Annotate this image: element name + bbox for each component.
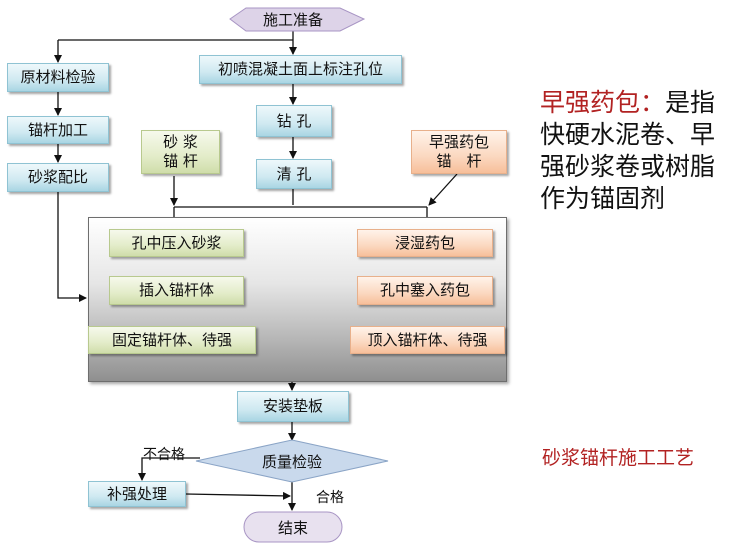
edge-early-anchor-diagonal — [428, 173, 458, 206]
node-push-bolt: 顶入锚杆体、待强 — [350, 326, 505, 354]
label-pass: 合格 — [316, 490, 344, 506]
node-anchor-processing: 锚杆加工 — [7, 116, 109, 144]
edge-reinforce-to-pass — [185, 491, 291, 500]
label-fail: 不合格 — [143, 447, 185, 463]
node-insert-pack: 孔中塞入药包 — [357, 276, 493, 305]
node-insert-bolt: 插入锚杆体 — [109, 276, 244, 305]
side-note-definition: 是指快硬水泥卷、早强砂浆卷或树脂作为锚固剂 — [540, 88, 716, 213]
node-start: 施工准备 — [262, 11, 323, 29]
node-drill: 钻 孔 — [256, 105, 332, 137]
node-soak-pack: 浸湿药包 — [357, 229, 493, 257]
node-raw-material: 原材料检验 — [7, 63, 109, 92]
node-early-strength-type: 早强药包 锚 杆 — [411, 130, 507, 174]
end-terminal-shape — [243, 511, 343, 543]
caption: 砂浆锚杆施工工艺 — [542, 447, 695, 469]
node-mortar-ratio: 砂浆配比 — [7, 163, 109, 192]
node-install-plate: 安装垫板 — [237, 391, 349, 422]
node-end: 结束 — [277, 518, 308, 537]
start-terminal-shape — [229, 7, 366, 32]
edge-ratio-to-container — [57, 192, 87, 302]
node-quality-check: 质量检验 — [261, 452, 322, 471]
node-press-mortar: 孔中压入砂浆 — [109, 229, 244, 257]
node-reinforce: 补强处理 — [88, 481, 186, 507]
side-note: 早强药包：是指快硬水泥卷、早强砂浆卷或树脂作为锚固剂 — [540, 87, 735, 215]
edge-check-fail — [138, 457, 200, 481]
node-mortar-anchor-type: 砂 浆 锚 杆 — [141, 130, 220, 174]
node-mark-holes: 初喷混凝土面上标注孔位 — [199, 55, 402, 84]
node-clean: 清 孔 — [256, 159, 332, 189]
side-note-term: 早强药包： — [540, 88, 666, 117]
node-fix-bolt: 固定锚杆体、待强 — [88, 326, 256, 354]
quality-check-diamond — [195, 439, 389, 483]
